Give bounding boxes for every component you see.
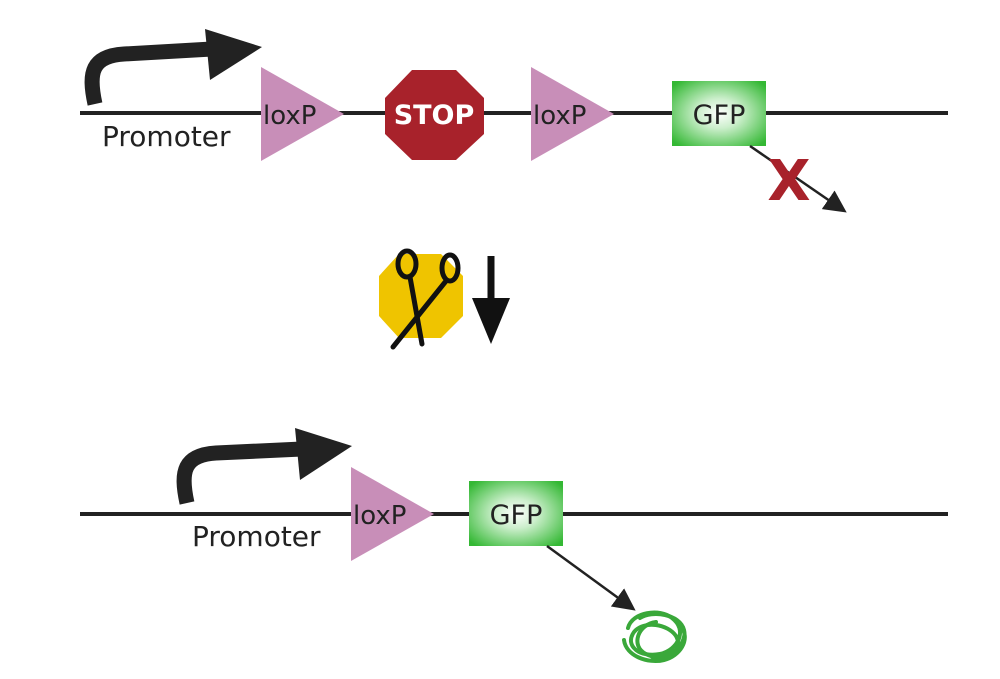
top-promoter-label: Promoter (102, 120, 231, 153)
stop-label: STOP (394, 100, 475, 131)
top-promoter-arrow-icon (84, 29, 262, 106)
bottom-loxp-label: loxP (353, 501, 406, 531)
top-gfp-box (672, 81, 766, 146)
stop-sign-icon (385, 70, 484, 160)
blocked-x-mark: X (767, 149, 810, 214)
top-gfp-label: GFP (693, 100, 746, 131)
bottom-loxp-shape (351, 467, 434, 561)
process-arrow-down-icon (472, 256, 510, 344)
bottom-promoter-arrow-icon (176, 428, 352, 505)
bottom-gfp-box (469, 481, 563, 546)
cre-recombinase (379, 248, 510, 350)
top-loxp-1-shape (261, 67, 344, 161)
top-loxp-1-label: loxP (263, 101, 316, 131)
top-expression-arrow-icon (749, 144, 847, 213)
top-loxp-2-shape (531, 67, 614, 161)
scissors-icon (390, 248, 461, 350)
bottom-gfp-label: GFP (490, 500, 543, 531)
gfp-protein-scribble-icon (622, 610, 687, 663)
bottom-promoter-label: Promoter (192, 520, 321, 553)
top-construct: Promoter loxP STOP loxP GFP X (80, 29, 948, 214)
bottom-expression-arrow-icon (546, 544, 636, 611)
top-loxp-2-label: loxP (533, 101, 586, 131)
bottom-construct: Promoter loxP GFP (80, 428, 948, 663)
